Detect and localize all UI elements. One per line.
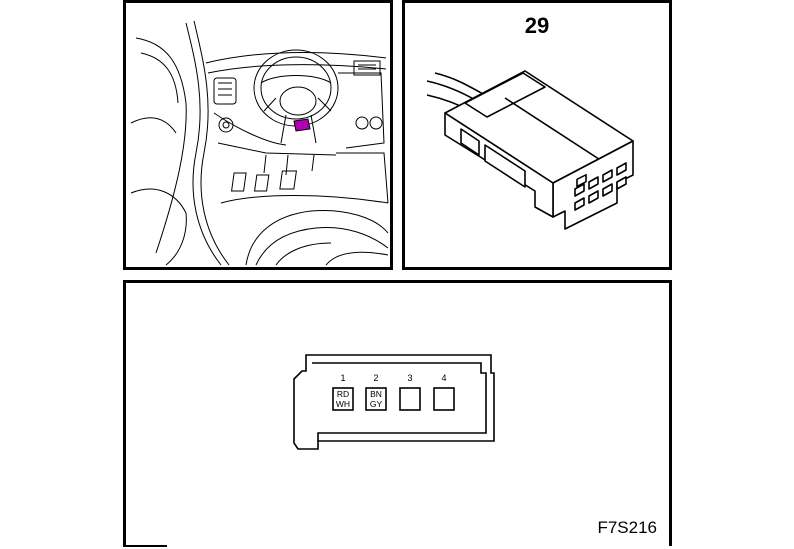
pin-1-cavity: [332, 387, 354, 411]
wire-color-label: WH: [336, 399, 350, 409]
connector-location-marker: [293, 118, 311, 132]
location-panel: [123, 0, 393, 270]
interior-illustration: [130, 20, 389, 266]
figure-code: F7S216: [597, 518, 657, 537]
pin-4-cavity: [433, 387, 455, 411]
pin-number: 2: [373, 373, 378, 383]
pin-3-cavity: [399, 387, 421, 411]
pinout-panel: 1 2 3 4 RD WH BN GY F7S216: [123, 280, 672, 546]
pin-number: 3: [407, 373, 412, 383]
wire-color-label: BN: [370, 389, 382, 399]
connector-face: 1 2 3 4 RD WH BN GY: [293, 354, 495, 450]
pin-number: 4: [441, 373, 446, 383]
connector-number: 29: [524, 13, 550, 38]
wire-color-label: GY: [370, 399, 383, 409]
panel-border-fragment: [123, 545, 167, 547]
pin-2-cavity: [365, 387, 387, 411]
connector-panel: 29: [402, 0, 672, 270]
connector-illustration: [426, 70, 634, 230]
wire-color-label: RD: [337, 389, 349, 399]
pin-number: 1: [340, 373, 345, 383]
